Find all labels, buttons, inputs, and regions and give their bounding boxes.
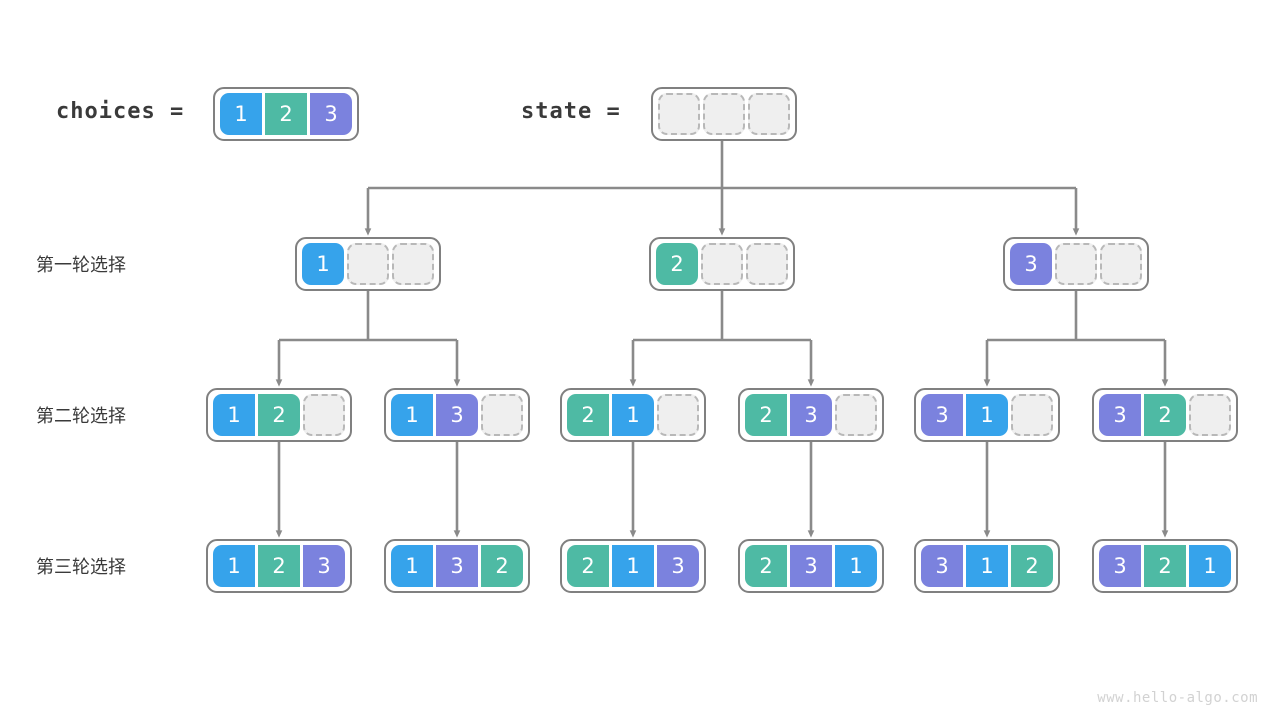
r2-n4-cell-0: 2 xyxy=(745,394,787,436)
r2-n3-cell-1: 1 xyxy=(612,394,654,436)
r2-n6-cell-0: 3 xyxy=(1099,394,1141,436)
state-node-r1-n2: 2 xyxy=(649,237,795,291)
r3-n2-cell-2: 2 xyxy=(481,545,523,587)
r2-n6-cell-2 xyxy=(1189,394,1231,436)
r2-n6-cell-1: 2 xyxy=(1144,394,1186,436)
r2-n5-cell-1: 1 xyxy=(966,394,1008,436)
r2-n5-cell-0: 3 xyxy=(921,394,963,436)
r3-n3-cell-0: 2 xyxy=(567,545,609,587)
r1-n2-cell-2 xyxy=(746,243,788,285)
r3-n5-cell-2: 2 xyxy=(1011,545,1053,587)
r1-n3-cell-0: 3 xyxy=(1010,243,1052,285)
r2-n1-cell-1: 2 xyxy=(258,394,300,436)
row-label-round-1: 第一轮选择 xyxy=(36,255,126,276)
r3-n1-cell-1: 2 xyxy=(258,545,300,587)
r2-n4-cell-1: 3 xyxy=(790,394,832,436)
r2-n2-cell-0: 1 xyxy=(391,394,433,436)
choices-cell-0: 1 xyxy=(220,93,262,135)
watermark: www.hello-algo.com xyxy=(1097,690,1258,706)
state-cell-0 xyxy=(658,93,700,135)
r1-n2-cell-0: 2 xyxy=(656,243,698,285)
r3-n1-cell-0: 1 xyxy=(213,545,255,587)
r2-n2-cell-2 xyxy=(481,394,523,436)
r2-n2-cell-1: 3 xyxy=(436,394,478,436)
r2-n4-cell-2 xyxy=(835,394,877,436)
choices-cell-2: 3 xyxy=(310,93,352,135)
r3-n4-cell-2: 1 xyxy=(835,545,877,587)
r1-n1-cell-0: 1 xyxy=(302,243,344,285)
r1-n2-cell-1 xyxy=(701,243,743,285)
state-label: state = xyxy=(521,99,621,124)
r2-n3-cell-0: 2 xyxy=(567,394,609,436)
r1-n3-cell-2 xyxy=(1100,243,1142,285)
state-array xyxy=(651,87,797,141)
r1-n1-cell-2 xyxy=(392,243,434,285)
r3-n1-cell-2: 3 xyxy=(303,545,345,587)
r3-n3-cell-2: 3 xyxy=(657,545,699,587)
r3-n4-cell-1: 3 xyxy=(790,545,832,587)
r3-n5-cell-1: 1 xyxy=(966,545,1008,587)
r3-n3-cell-1: 1 xyxy=(612,545,654,587)
r3-n6-cell-2: 1 xyxy=(1189,545,1231,587)
state-cell-1 xyxy=(703,93,745,135)
r1-n3-cell-1 xyxy=(1055,243,1097,285)
state-node-r1-n3: 3 xyxy=(1003,237,1149,291)
r3-n6-cell-0: 3 xyxy=(1099,545,1141,587)
r3-n5-cell-0: 3 xyxy=(921,545,963,587)
r2-n5-cell-2 xyxy=(1011,394,1053,436)
r3-n4-cell-0: 2 xyxy=(745,545,787,587)
row-label-round-3: 第三轮选择 xyxy=(36,557,126,578)
r2-n1-cell-2 xyxy=(303,394,345,436)
r2-n1-cell-0: 1 xyxy=(213,394,255,436)
r1-n1-cell-1 xyxy=(347,243,389,285)
choices-cell-1: 2 xyxy=(265,93,307,135)
r3-n6-cell-1: 2 xyxy=(1144,545,1186,587)
row-label-round-2: 第二轮选择 xyxy=(36,406,126,427)
r2-n3-cell-2 xyxy=(657,394,699,436)
choices-label: choices = xyxy=(56,99,185,124)
r3-n2-cell-0: 1 xyxy=(391,545,433,587)
state-node-r1-n1: 1 xyxy=(295,237,441,291)
r3-n2-cell-1: 3 xyxy=(436,545,478,587)
state-cell-2 xyxy=(748,93,790,135)
